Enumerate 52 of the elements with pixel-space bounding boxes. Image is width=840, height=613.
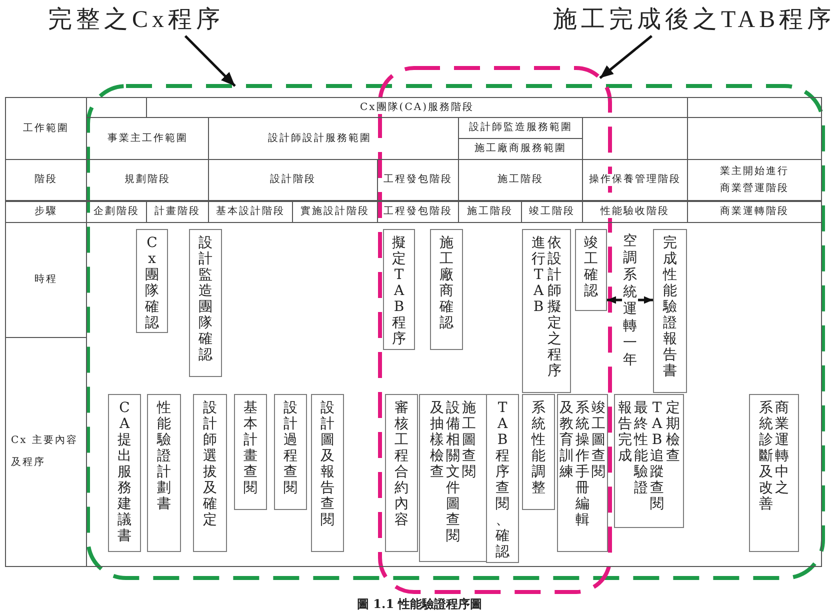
table-cell: 操作保養管理階段 <box>583 160 688 202</box>
process-box: 竣工圖查閱系統操作手冊編輯及教育訓練 <box>557 394 608 552</box>
callout-text: 完整之Cx程序 <box>48 4 224 36</box>
table-cell: 竣工階段 <box>522 202 583 223</box>
table-cell: 時程 <box>5 223 87 338</box>
edge-label: 空調系統運轉一年 <box>622 233 638 369</box>
process-box: 施工圖查閱設備相關文件圖查閱及抽樣檢查 <box>419 394 487 562</box>
process-box: 依設計師擬定之程序進行TAB <box>522 229 571 393</box>
table-cell: 階段 <box>5 160 87 202</box>
process-box: 性能驗證計劃書 <box>147 394 181 552</box>
caption: 圖 1.1 性能驗證程序圖 <box>357 597 482 612</box>
table-cell: 企劃階段 <box>87 202 147 223</box>
process-box: 設計師選拔及確定 <box>193 394 227 552</box>
process-box: 審核工程合約內容 <box>385 394 418 552</box>
arrow <box>184 35 236 87</box>
table-cell: 業主開始進行商業營運階段 <box>688 160 822 202</box>
callout-text: 施工完成後之TAB程序 <box>553 4 836 36</box>
dashed-frame <box>378 66 612 594</box>
process-box: 商業運轉中之系統診斷及改善 <box>749 394 799 552</box>
process-box: 設計過程查閱 <box>274 394 307 510</box>
process-box: 設計圖及報告查閱 <box>311 394 344 552</box>
table-cell: 事業主工作範圍 <box>87 118 209 160</box>
table-cell: 規劃階段 <box>87 160 209 202</box>
table-cell: Cx 主要內容及程序 <box>5 338 87 567</box>
table-cell: 計畫階段 <box>147 202 209 223</box>
process-box: 完成性能驗證報告書 <box>653 229 687 393</box>
table-cell: 商業運轉階段 <box>688 202 822 223</box>
process-box: 設計監造團隊確認 <box>189 229 222 377</box>
process-box: 施工廠商確認 <box>430 229 463 350</box>
process-box: 基本計畫查閱 <box>234 394 267 510</box>
process-box: TAB程序查閱、確認 <box>486 394 519 563</box>
table-cell: 性能驗收階段 <box>583 202 688 223</box>
table-cell: 施工廠商服務範圍 <box>459 139 583 160</box>
table-cell: 步驟 <box>5 202 87 223</box>
process-box: 系統性能調整 <box>522 394 555 510</box>
table-cell: 施工階段 <box>459 160 583 202</box>
table-cell: 設計師設計服務範圍 <box>209 118 459 160</box>
table-cell: 工程發包階段 <box>378 202 459 223</box>
table-cell: 工程發包階段 <box>378 160 459 202</box>
process-box: 竣工確認 <box>575 229 607 311</box>
process-box: 擬定TAB程序 <box>383 229 415 350</box>
arrow <box>599 35 652 79</box>
table-cell: Cx團隊(CA)服務階段 <box>147 97 688 118</box>
process-box: Cx團隊確認 <box>136 229 168 333</box>
table-cell: 工作範圍 <box>5 97 87 160</box>
table-cell: 設計階段 <box>209 160 378 202</box>
table-cell: 實施設計階段 <box>293 202 378 223</box>
table-cell: 設計師監造服務範圍 <box>459 118 583 139</box>
process-box: 定期檢查TAB追蹤查閱最終性能驗證報告完成 <box>614 394 684 528</box>
table-cell: 基本設計階段 <box>209 202 293 223</box>
process-box: CA提出服務建議書 <box>108 394 141 552</box>
table-cell: 施工階段 <box>459 202 522 223</box>
